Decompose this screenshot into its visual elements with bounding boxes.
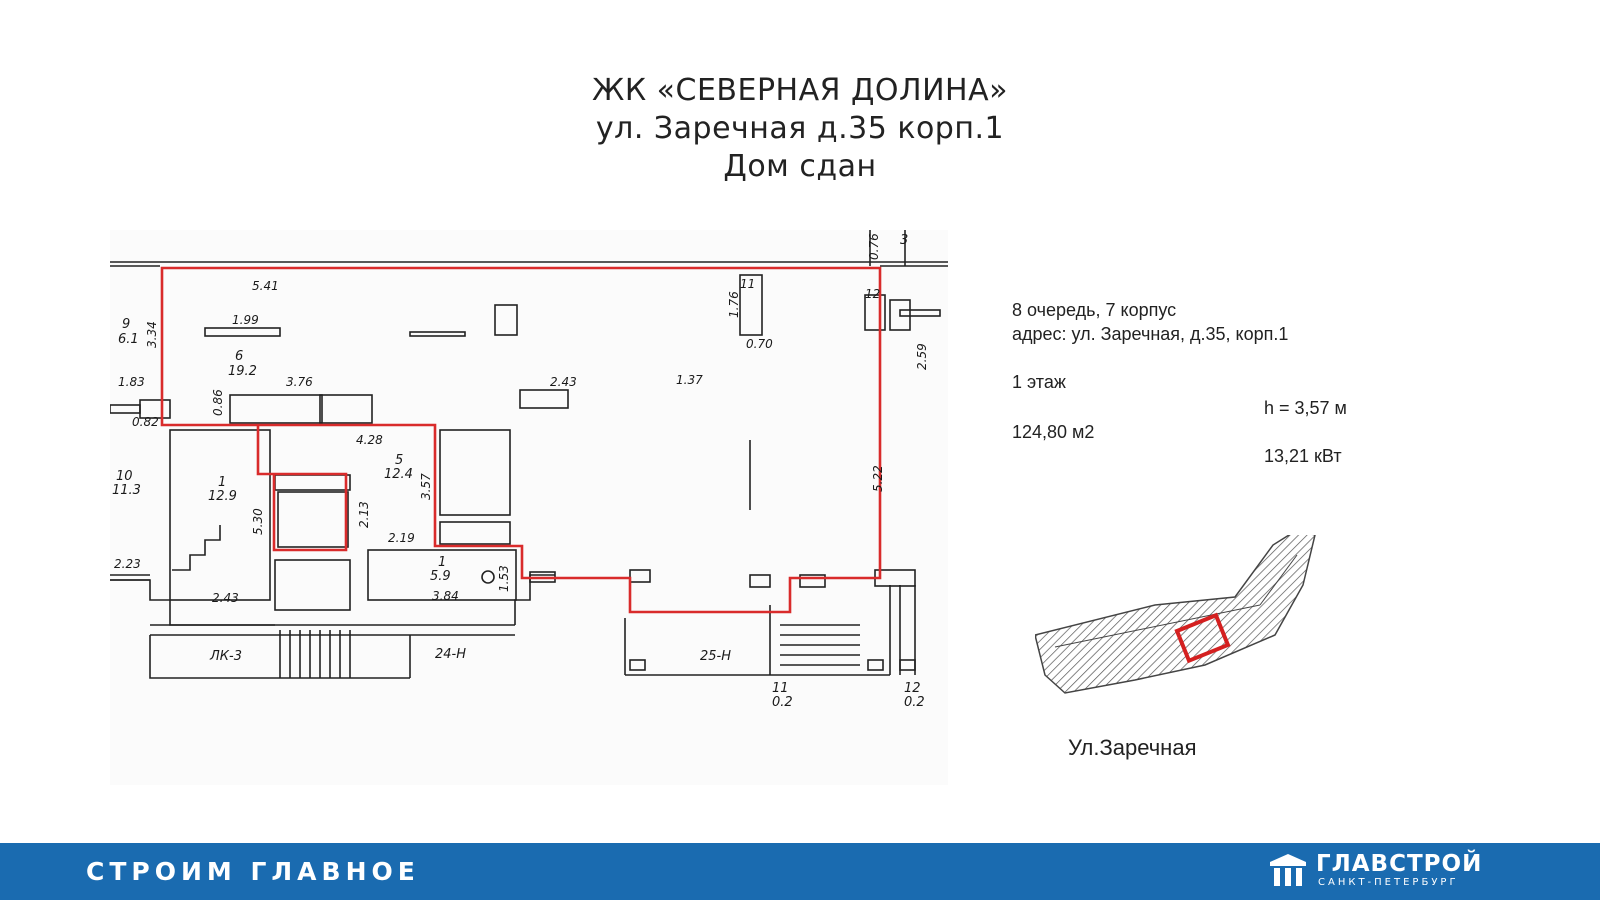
- footer-bar: СТРОИМ ГЛАВНОЕ ГЛАВСТРОЙ САНКТ-ПЕТЕРБУРГ: [0, 843, 1600, 900]
- room-area: 19.2: [228, 364, 257, 379]
- dim-label: 2.13: [357, 501, 371, 528]
- dim-label: 2.43: [550, 375, 577, 389]
- plan-mark: ЛК-3: [209, 649, 242, 664]
- info-area: 124,80 м2: [1012, 422, 1095, 442]
- house-status: Дом сдан: [723, 149, 877, 184]
- info-queue: 8 очередь, 7 корпус: [1012, 300, 1177, 320]
- brand-city: САНКТ-ПЕТЕРБУРГ: [1318, 877, 1459, 888]
- dim-label: 1.53: [497, 565, 511, 592]
- room-area: 11.3: [112, 483, 141, 498]
- room-area: 6.1: [118, 332, 139, 347]
- complex-address: ул. Заречная д.35 корп.1: [595, 111, 1005, 146]
- plan-mark: 12: [865, 287, 880, 301]
- dim-label: 5.30: [251, 508, 265, 535]
- room-number: 12: [904, 681, 921, 696]
- room-area: 0.2: [772, 695, 793, 710]
- floor-plan: 5.41 1.99 3.76 1.83 0.82 0.86 3.34 4.28 …: [110, 230, 948, 785]
- dim-label: 0.86: [211, 389, 225, 416]
- complex-title: ЖК «СЕВЕРНАЯ ДОЛИНА»: [592, 73, 1008, 108]
- room-area: 12.4: [384, 467, 413, 482]
- brand-block: ГЛАВСТРОЙ САНКТ-ПЕТЕРБУРГ: [1270, 851, 1530, 892]
- brand-logo-icon: [1270, 854, 1306, 886]
- dim-label: 5.22: [871, 465, 885, 492]
- plan-room-labels: 9 6.1 6 19.2 5 12.4 1 12.9 10 11.3 1 5.9…: [112, 317, 925, 710]
- room-number: 1: [218, 475, 226, 490]
- footer-slogan: СТРОИМ ГЛАВНОЕ: [86, 857, 420, 886]
- dim-label: 4.28: [356, 433, 383, 447]
- unit-location-marker: [1174, 612, 1231, 664]
- street-label: Ул.Заречная: [1068, 735, 1197, 760]
- dim-label: 2.19: [388, 531, 415, 545]
- dim-label: 3.76: [286, 375, 313, 389]
- room-area: 5.9: [430, 569, 451, 584]
- plan-dimension-labels: 5.41 1.99 3.76 1.83 0.82 0.86 3.34 4.28 …: [114, 233, 929, 605]
- plan-marks: ЛК-3 24-Н 25-Н 3 11 12: [209, 233, 908, 664]
- info-address: адрес: ул. Заречная, д.35, корп.1: [1012, 324, 1289, 344]
- room-number: 5: [395, 453, 403, 468]
- plan-mark: 24-Н: [435, 647, 466, 662]
- info-height: h = 3,57 м: [1264, 398, 1347, 418]
- room-number: 11: [772, 681, 789, 696]
- building-footprint: [1034, 529, 1316, 694]
- floor-plan-drawing: 5.41 1.99 3.76 1.83 0.82 0.86 3.34 4.28 …: [110, 230, 948, 710]
- room-area: 12.9: [208, 489, 237, 504]
- building-location-map: [1034, 529, 1345, 710]
- dim-label: 1.37: [676, 373, 703, 387]
- dim-label: 0.70: [746, 337, 773, 351]
- info-floor: 1 этаж: [1012, 372, 1066, 392]
- room-number: 6: [235, 349, 243, 364]
- dim-label: 5.41: [252, 279, 279, 293]
- dim-label: 0.76: [867, 233, 881, 260]
- plan-mark: 25-Н: [700, 649, 731, 664]
- dim-label: 2.23: [114, 557, 141, 571]
- dim-label: 3.84: [432, 589, 459, 603]
- dim-label: 1.76: [727, 291, 741, 318]
- dim-label: 0.82: [132, 415, 159, 429]
- unit-outline: [160, 266, 882, 614]
- location-map-drawing: [1034, 529, 1316, 694]
- room-number: 9: [122, 317, 130, 332]
- dim-label: 1.99: [232, 313, 259, 327]
- dim-label: 2.59: [915, 343, 929, 370]
- plan-steps-right: [780, 624, 860, 666]
- plan-walls: [110, 230, 948, 679]
- dim-label: 3.34: [145, 321, 159, 348]
- room-number: 10: [116, 469, 133, 484]
- dim-label: 1.83: [118, 375, 145, 389]
- plan-mark: 11: [740, 277, 755, 291]
- brand-name: ГЛАВСТРОЙ: [1316, 851, 1483, 877]
- room-area: 0.2: [904, 695, 925, 710]
- plan-mark: 3: [900, 233, 908, 248]
- page-title-block: ЖК «СЕВЕРНАЯ ДОЛИНА» ул. Заречная д.35 к…: [0, 72, 1600, 186]
- dim-label: 3.57: [419, 473, 433, 500]
- room-number: 1: [438, 555, 446, 570]
- plan-steps-left: [279, 630, 351, 678]
- info-power: 13,21 кВт: [1264, 446, 1342, 466]
- dim-label: 2.43: [212, 591, 239, 605]
